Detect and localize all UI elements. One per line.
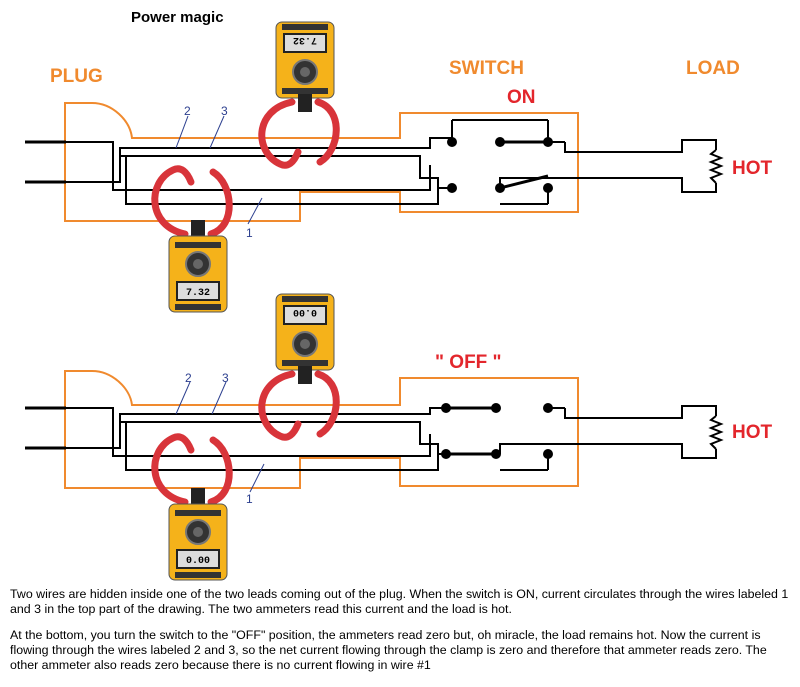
wire-label-bottom-1: 1 <box>246 492 253 506</box>
clamp-meter-top-lower: 7.32 <box>155 169 229 312</box>
clamp-meter-bottom-upper: 0.00 <box>262 294 336 437</box>
hot-label-top: HOT <box>732 158 773 179</box>
clamp-meter-top-upper: 7.32 <box>262 22 336 165</box>
plug-outline <box>64 102 579 222</box>
meter-reading: 7.32 <box>186 288 210 299</box>
plug-outline-bottom <box>64 370 579 489</box>
meter-reading: 0.00 <box>293 306 317 317</box>
bottom-circuit <box>25 370 724 493</box>
on-label: ON <box>507 87 536 108</box>
off-label: " OFF " <box>435 352 502 373</box>
diagram-title: Power magic <box>131 9 224 26</box>
meter-reading: 7.32 <box>293 34 317 45</box>
load-resistor-top <box>708 149 724 184</box>
clamp-meter-bottom-lower: 0.00 <box>155 437 229 580</box>
hot-label-bottom: HOT <box>732 422 773 443</box>
wire-label-bottom-2: 2 <box>185 371 192 385</box>
wire-label-top-2: 2 <box>184 104 191 118</box>
top-circuit <box>25 102 724 225</box>
wire-label-bottom-3: 3 <box>222 371 229 385</box>
explanation-paragraph-2: At the bottom, you turn the switch to th… <box>10 628 767 672</box>
explanation-paragraph-1: Two wires are hidden inside one of the t… <box>10 587 789 616</box>
wire-label-top-1: 1 <box>246 226 253 240</box>
meter-reading: 0.00 <box>186 556 210 567</box>
load-resistor-bottom <box>708 415 724 450</box>
switch-label: SWITCH <box>449 58 524 79</box>
explanation-text: Two wires are hidden inside one of the t… <box>10 587 795 684</box>
load-label: LOAD <box>686 58 740 79</box>
circuit-diagram: 7.32 7.32 0.00 0.00 PLUG SWITCH LOAD ON … <box>25 0 773 585</box>
plug-label: PLUG <box>50 66 103 87</box>
wire-label-top-3: 3 <box>221 104 228 118</box>
